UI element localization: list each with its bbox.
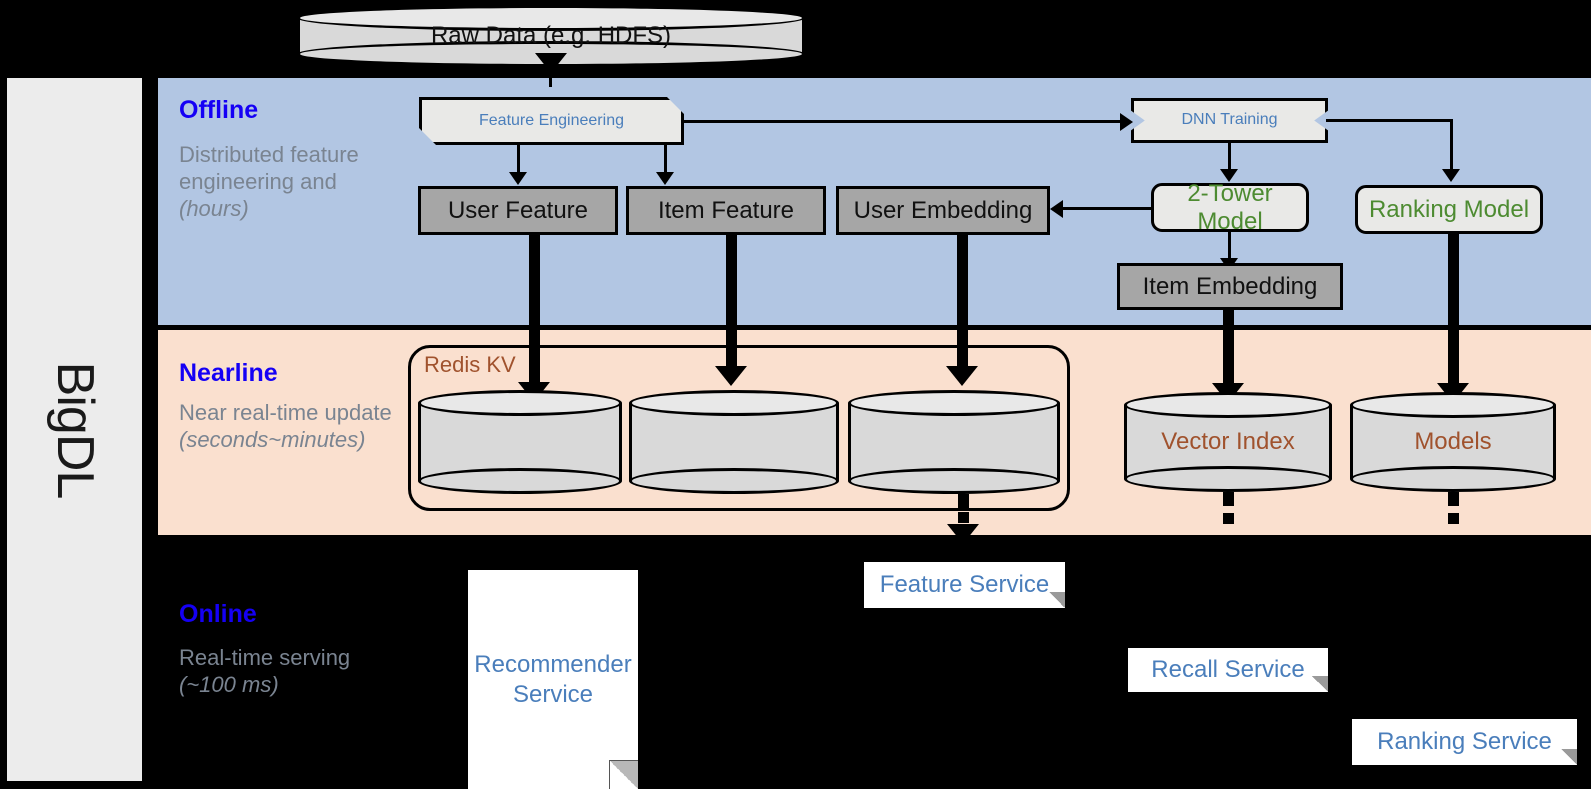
nearline-description-italic: (seconds~minutes) xyxy=(179,426,366,452)
page-fold-icon xyxy=(1312,676,1328,692)
kv-store-3-cylinder[interactable] xyxy=(848,390,1060,494)
cylinder-bottom xyxy=(1124,466,1332,492)
nearline-title: Nearline xyxy=(179,359,278,387)
recommender-service-label: Recommender Service xyxy=(474,650,632,708)
page-fold-icon xyxy=(1049,592,1065,608)
user-embedding-label: User Embedding xyxy=(853,196,1033,224)
cylinder-top xyxy=(1124,392,1332,418)
kv-store-1-cylinder[interactable] xyxy=(418,390,622,494)
edge-itemembedding-vectorindex xyxy=(1223,310,1234,387)
online-description-italic: (~100 ms) xyxy=(179,671,279,697)
online-description: Real-time serving (~100 ms) xyxy=(179,645,394,699)
arrowhead-dnn-twotower xyxy=(1220,169,1238,182)
cylinder-bottom xyxy=(418,468,622,494)
two-tower-model-label: 2-Tower Model xyxy=(1187,179,1273,235)
edge-twotower-itemembedding xyxy=(1228,232,1231,261)
nearline-description: Near real-time update (seconds~minutes) xyxy=(179,400,394,454)
dnn-training-label: DNN Training xyxy=(1181,111,1278,129)
bigdl-sidebar: BigDL xyxy=(7,78,142,781)
redis-kv-label: Redis KV xyxy=(424,352,516,377)
online-title: Online xyxy=(179,600,257,628)
item-embedding-label: Item Embedding xyxy=(1142,272,1318,300)
feature-engineering-box[interactable]: Feature Engineering xyxy=(419,97,684,145)
edge-userembedding-kv3 xyxy=(957,235,968,370)
arrowhead-userembedding-kv3 xyxy=(946,366,978,386)
edge-dnn-ranking-h xyxy=(1326,119,1453,122)
cylinder-bottom xyxy=(848,468,1060,494)
ranking-service-box[interactable]: Ranking Service xyxy=(1352,719,1577,765)
kv-store-2-cylinder[interactable] xyxy=(629,390,839,494)
cylinder-top xyxy=(297,5,805,31)
edge-userfeature-kv1 xyxy=(529,235,540,387)
edge-fe-dnn xyxy=(684,120,1122,123)
arrowhead-twotower-userembedding xyxy=(1050,200,1063,218)
ranking-model-box[interactable]: Ranking Model xyxy=(1355,185,1543,234)
item-embedding-box[interactable]: Item Embedding xyxy=(1117,263,1343,310)
edge-dnn-ranking-v xyxy=(1450,119,1453,171)
feature-service-box[interactable]: Feature Service xyxy=(864,562,1065,608)
recall-service-box[interactable]: Recall Service xyxy=(1128,648,1328,692)
edge-fe-itemfeature xyxy=(664,145,667,175)
vector-index-label: Vector Index xyxy=(1161,428,1295,455)
arrowhead-rawdata-fe xyxy=(535,53,567,73)
arrowhead-itemfeature-kv2 xyxy=(715,366,747,386)
offline-description: Distributed feature engineering and (hou… xyxy=(179,142,394,222)
edge-fe-userfeature xyxy=(517,145,520,175)
edge-twotower-userembedding xyxy=(1063,207,1153,210)
feature-engineering-label: Feature Engineering xyxy=(479,111,624,129)
two-tower-model-box[interactable]: 2-Tower Model xyxy=(1151,179,1309,235)
page-fold-icon xyxy=(1561,749,1577,765)
arrowhead-kv-featureservice xyxy=(947,524,979,544)
page-fold-icon xyxy=(609,760,638,789)
nearline-description-text: Near real-time update xyxy=(179,400,392,425)
raw-data-label: Raw Data (e.g. HDFS) xyxy=(430,22,672,49)
user-feature-box[interactable]: User Feature xyxy=(418,186,618,235)
ranking-service-label: Ranking Service xyxy=(1377,728,1552,755)
feature-service-label: Feature Service xyxy=(879,571,1050,598)
edge-kv-featureservice-stub xyxy=(958,494,969,510)
offline-description-italic: (hours) xyxy=(179,195,249,221)
arrowhead-fe-userfeature xyxy=(509,172,527,185)
item-feature-label: Item Feature xyxy=(657,196,795,224)
edge-models-rankingservice-dash1 xyxy=(1448,492,1459,506)
cylinder-top xyxy=(629,390,839,416)
models-label: Models xyxy=(1414,428,1492,455)
online-description-text: Real-time serving xyxy=(179,645,351,670)
dnn-training-box[interactable]: DNN Training xyxy=(1131,98,1328,143)
edge-rankingmodel-models xyxy=(1448,234,1459,387)
bigdl-label: BigDL xyxy=(45,361,104,498)
edge-dnn-twotower xyxy=(1228,143,1231,171)
edge-kv-featureservice-dash xyxy=(958,512,969,523)
recall-service-label: Recall Service xyxy=(1151,656,1305,683)
recommender-service-box[interactable]: Recommender Service xyxy=(468,570,638,789)
ranking-model-label: Ranking Model xyxy=(1368,195,1530,223)
cylinder-top xyxy=(418,390,622,416)
edge-models-rankingservice-dash2 xyxy=(1448,513,1459,524)
arrowhead-dnn-ranking xyxy=(1442,169,1460,182)
cylinder-bottom xyxy=(629,468,839,494)
vector-index-cylinder[interactable]: Vector Index xyxy=(1124,392,1332,492)
edge-vectorindex-recallservice-dash1 xyxy=(1223,492,1234,506)
offline-title: Offline xyxy=(179,96,259,124)
item-feature-box[interactable]: Item Feature xyxy=(626,186,826,235)
cylinder-top xyxy=(848,390,1060,416)
edge-vectorindex-recallservice-dash2 xyxy=(1223,513,1234,524)
arrowhead-fe-itemfeature xyxy=(656,172,674,185)
cylinder-top xyxy=(1350,392,1556,418)
redis-kv-container xyxy=(408,345,1070,511)
offline-description-text: Distributed feature engineering and xyxy=(179,142,359,194)
edge-rawdata-fe xyxy=(549,67,552,87)
models-cylinder[interactable]: Models xyxy=(1350,392,1556,492)
cylinder-bottom xyxy=(1350,466,1556,492)
edge-itemfeature-kv2 xyxy=(726,235,737,370)
arrowhead-fe-dnn xyxy=(1120,113,1133,131)
user-feature-label: User Feature xyxy=(447,196,589,224)
user-embedding-box[interactable]: User Embedding xyxy=(836,186,1050,235)
